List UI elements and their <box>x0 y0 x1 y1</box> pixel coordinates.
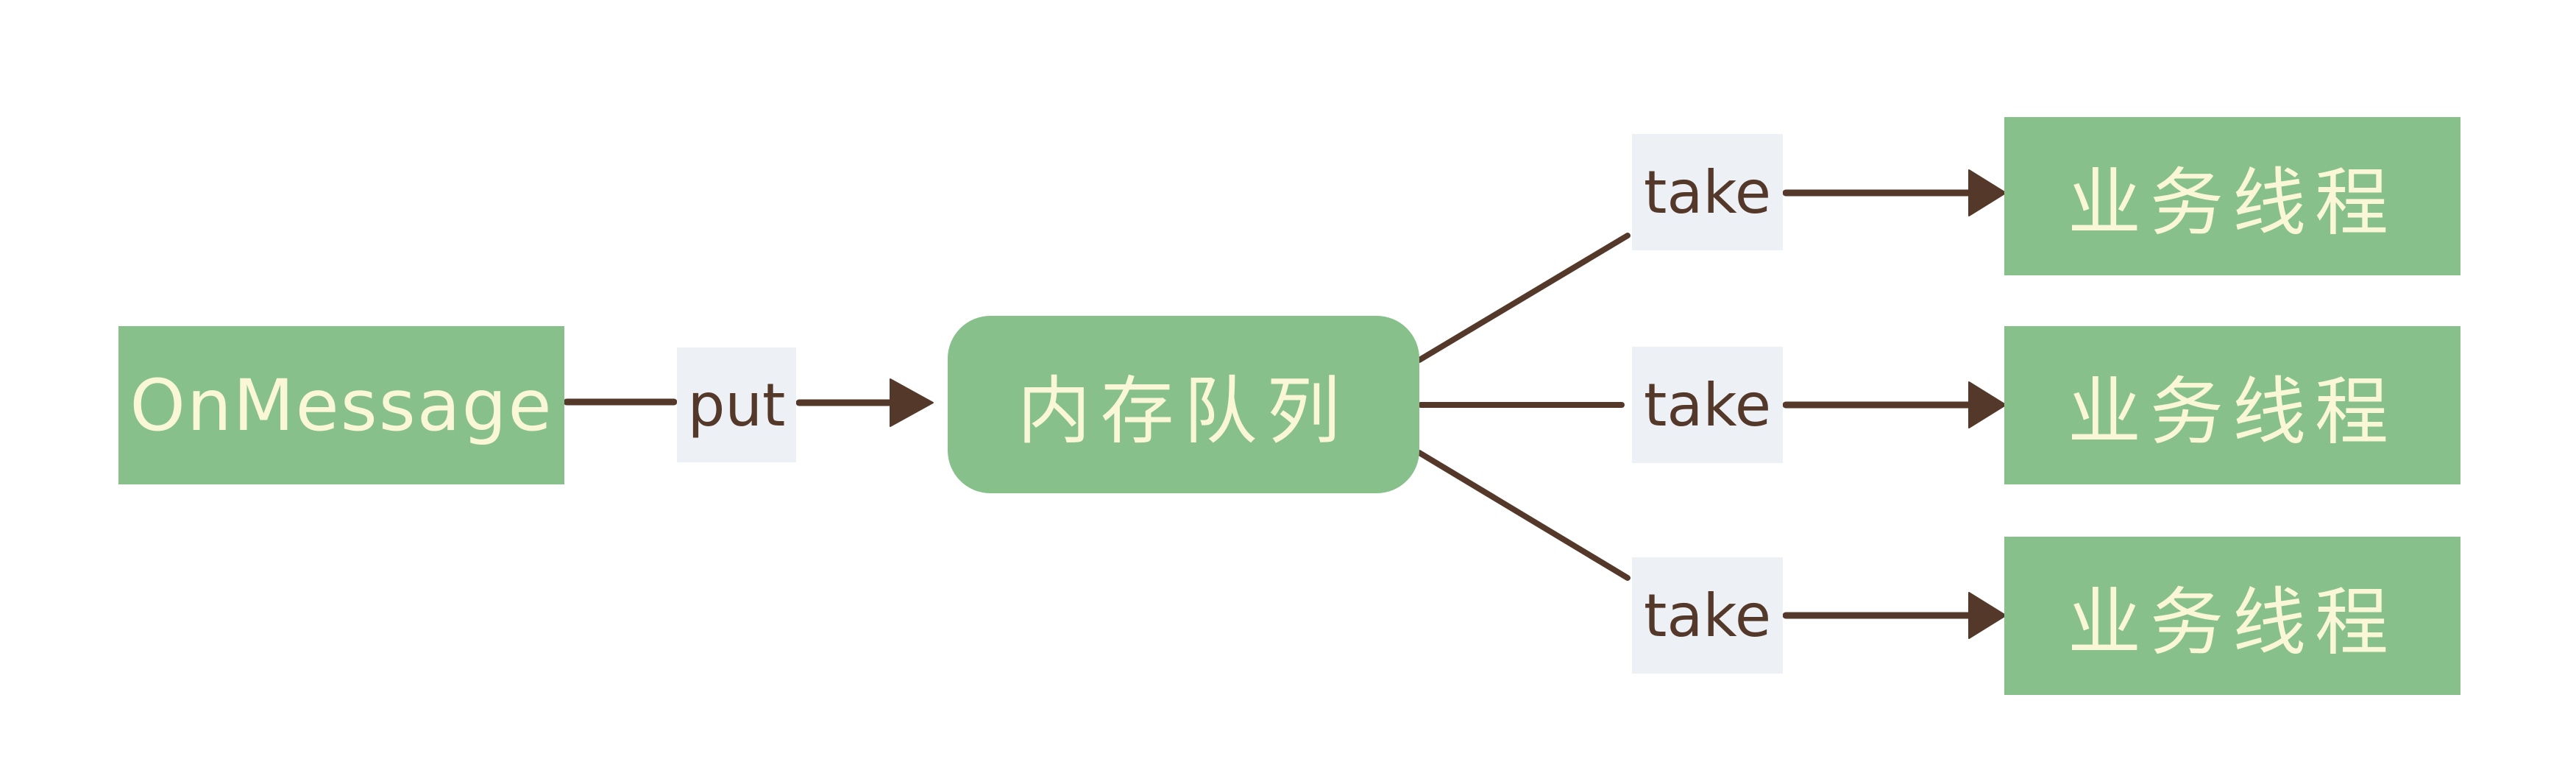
take-edge-label-1: take <box>1632 134 1783 250</box>
take-edge-label-1-text: take <box>1643 158 1772 227</box>
worker-node-3-label: 业务线程 <box>2068 579 2397 666</box>
take-edge-label-2-text: take <box>1643 370 1772 440</box>
edge-queue-to-take-1 <box>1416 233 1631 363</box>
take-edge-label-3-text: take <box>1643 581 1772 650</box>
take-edge-label-3: take <box>1632 557 1783 674</box>
producer-node-label: OnMessage <box>129 364 553 447</box>
worker-node-1: 业务线程 <box>2004 117 2460 275</box>
arrowhead-into-worker1-icon <box>1968 169 2006 216</box>
worker-node-3: 业务线程 <box>2004 537 2460 695</box>
queue-node-label: 内存队列 <box>1017 368 1350 454</box>
worker-node-1-label: 业务线程 <box>2068 160 2397 246</box>
queue-node: 内存队列 <box>948 316 1419 493</box>
put-edge-label: put <box>677 347 796 462</box>
arrowhead-into-worker3-icon <box>1968 592 2006 639</box>
worker-node-2-label: 业务线程 <box>2068 369 2397 455</box>
arrowhead-into-queue-icon <box>890 378 934 427</box>
edge-queue-to-take-3 <box>1416 450 1631 581</box>
take-edge-label-2: take <box>1632 347 1783 463</box>
arrowhead-into-worker2-icon <box>1968 381 2006 428</box>
put-edge-label-text: put <box>687 370 786 440</box>
producer-node: OnMessage <box>118 326 564 484</box>
worker-node-2: 业务线程 <box>2004 326 2460 484</box>
